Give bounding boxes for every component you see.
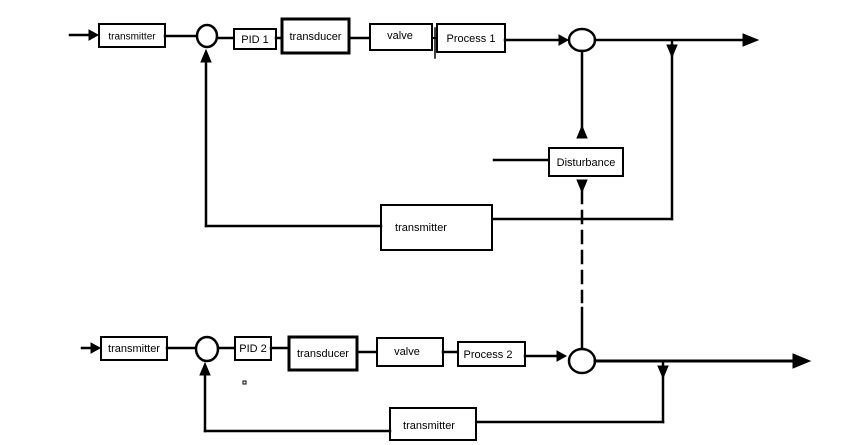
loop1-valve-label: valve: [387, 30, 413, 42]
loop2-valve-block: [376, 337, 444, 367]
loop1-input-transmitter-label: transmitter: [108, 32, 156, 43]
loop2-input-transmitter-label: transmitter: [108, 343, 160, 355]
disturbance-label: Disturbance: [557, 157, 616, 169]
loop2-process-block: [457, 341, 526, 367]
loop1-process-label: Process 1: [447, 33, 496, 45]
loop1-feedback-transmitter-label: transmitter: [395, 222, 447, 234]
loop2-output-arrow: [792, 353, 812, 369]
loop1-input-arrow: [88, 29, 100, 41]
loop2-transducer-label: transducer: [297, 348, 349, 360]
loop1-feedback-junction-arrow: [200, 48, 212, 63]
disturbance-section: Disturbance: [492, 49, 624, 350]
loop2-summing-junction: [194, 335, 220, 363]
loop2-valve-label: valve: [394, 346, 420, 358]
loop2-output-junction-arrow: [556, 350, 568, 362]
loop2-output-junction: [567, 347, 597, 375]
disturbance-block: [548, 147, 624, 177]
loop-1: transmitter PID 1 transducer valve Proce…: [68, 17, 760, 251]
loop2-process-label: Process 2: [464, 349, 513, 361]
loop2-transducer-block: [287, 335, 359, 372]
loop1-output-junction: [567, 27, 597, 53]
loop1-output-arrow: [742, 33, 760, 47]
loop1-feedback-transmitter-block: [380, 204, 493, 251]
loop2-feedback-junction-arrow: [199, 361, 211, 376]
loop2-feedback-transmitter-label: transmitter: [403, 420, 455, 432]
stray-mark: [242, 380, 247, 385]
loop1-summing-junction: [195, 23, 219, 49]
loop1-output-junction-arrow: [558, 34, 570, 46]
loop1-transducer-label: transducer: [290, 31, 342, 43]
disturbance-down-arrow: [576, 179, 588, 194]
loop-2: transmitter PID 2 transducer valve Proce…: [80, 335, 812, 441]
disturbance-up-arrow: [576, 124, 588, 139]
loop1-transducer-block: [280, 17, 351, 55]
loop1-pid-label: PID 1: [241, 34, 269, 46]
loop2-pid-label: PID 2: [239, 343, 267, 355]
loop2-feedback-transmitter-block: [389, 407, 477, 441]
loop2-input-arrow: [90, 342, 102, 354]
loop1-process-block: [436, 23, 506, 53]
